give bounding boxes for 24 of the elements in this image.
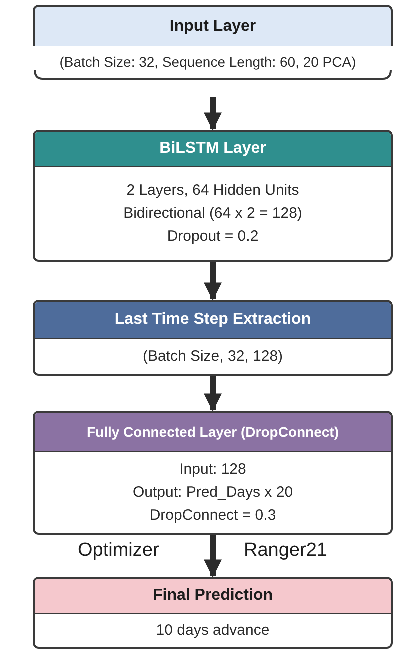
- layer-header: Final Prediction: [35, 579, 391, 614]
- layer-header: BiLSTM Layer: [35, 132, 391, 167]
- layer-detail: 2 Layers, 64 Hidden Units: [126, 182, 300, 199]
- layer-detail: Bidirectional (64 x 2 = 128): [124, 205, 302, 222]
- layer-header: Fully Connected Layer (DropConnect): [35, 413, 391, 452]
- layer-detail: (Batch Size, 32, 128): [142, 348, 284, 365]
- arrow: [204, 376, 222, 412]
- layer-card: [33, 300, 393, 376]
- layer-card: [33, 411, 393, 535]
- layer-card: [33, 130, 393, 262]
- arrow: [204, 262, 222, 301]
- layer-detail: DropConnect = 0.3: [150, 507, 276, 524]
- arrow: [204, 535, 222, 578]
- layer-detail: (Batch Size: 32, Sequence Length: 60, 20 PCA): [58, 54, 358, 70]
- layer-card: [33, 577, 393, 649]
- arrow: [204, 97, 222, 131]
- arrow-annotation: Optimizer: [78, 540, 160, 562]
- layer-header: Last Time Step Extraction: [35, 302, 391, 339]
- layer-detail: 10 days advance: [156, 622, 270, 639]
- layer-detail: Input: 128: [180, 461, 246, 478]
- layer-detail: Output: Pred_Days x 20: [132, 484, 294, 501]
- arrow-annotation: Ranger21: [244, 540, 328, 562]
- layer-header: Input Layer: [33, 5, 393, 46]
- layer-detail: Dropout = 0.2: [167, 228, 259, 245]
